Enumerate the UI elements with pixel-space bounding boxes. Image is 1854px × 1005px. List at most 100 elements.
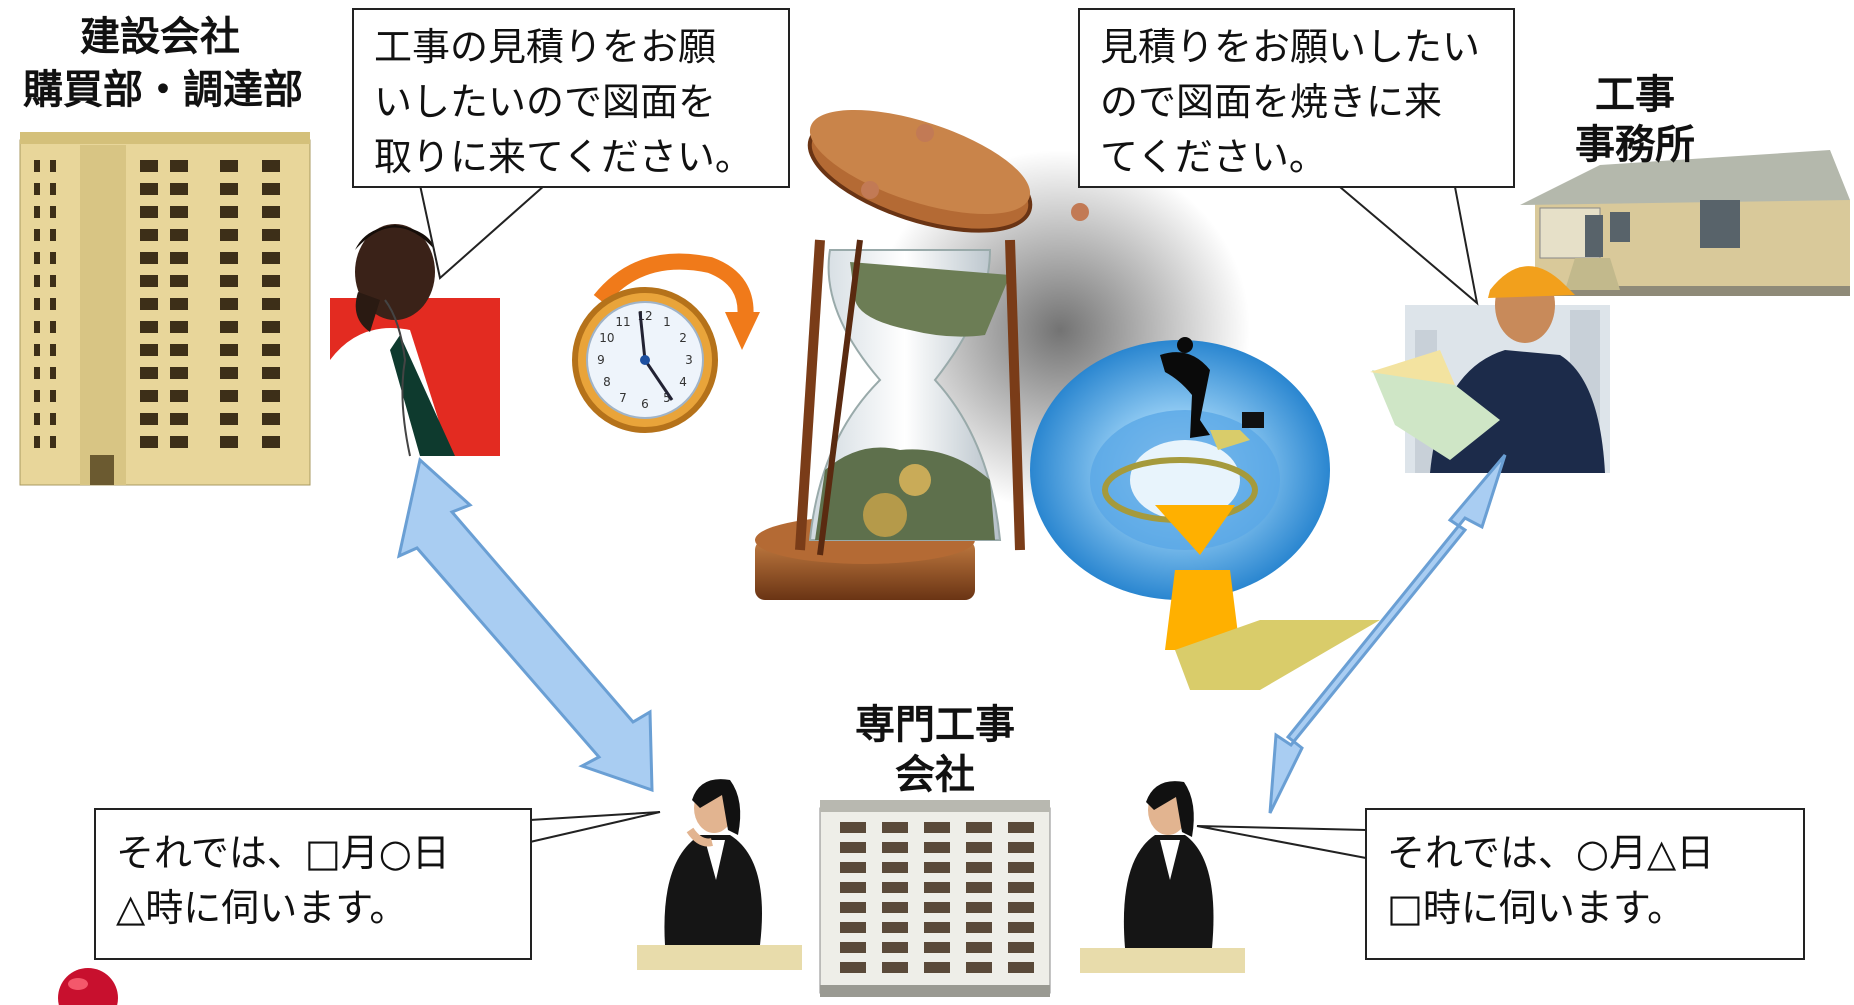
office-window <box>882 942 908 953</box>
office-window <box>924 882 950 893</box>
construction-worker-icon <box>1370 266 1610 473</box>
building-window <box>220 367 238 379</box>
building-window <box>220 298 238 310</box>
clock-number: 4 <box>679 375 687 389</box>
businesswoman-left-icon <box>637 779 802 970</box>
building-window <box>170 321 188 333</box>
site-office-label: 工事 事務所 <box>1575 72 1695 168</box>
office-window <box>924 962 950 973</box>
building-window <box>220 206 238 218</box>
clock-number: 6 <box>641 397 649 411</box>
building-window <box>170 183 188 195</box>
office-window <box>840 922 866 933</box>
office-window <box>966 822 992 833</box>
building-window <box>220 229 238 241</box>
clock-number: 5 <box>663 391 671 405</box>
building-window <box>140 252 158 264</box>
office-window <box>1008 842 1034 853</box>
building-window <box>220 160 238 172</box>
office-window <box>1008 962 1034 973</box>
clock-number: 9 <box>597 353 605 367</box>
building-window <box>50 344 56 356</box>
office-window <box>1008 882 1034 893</box>
building-window <box>50 436 56 448</box>
building-window <box>220 183 238 195</box>
building-window <box>170 390 188 402</box>
building-window <box>262 436 280 448</box>
building-window <box>220 252 238 264</box>
building-window <box>140 183 158 195</box>
building-window <box>220 413 238 425</box>
money-hourglass-icon <box>755 109 1089 600</box>
office-window <box>840 962 866 973</box>
arrow-right-double <box>1268 454 1507 814</box>
office-window <box>882 902 908 913</box>
office-window <box>966 942 992 953</box>
building-window <box>262 321 280 333</box>
building-window <box>220 344 238 356</box>
speech-bubble-top-right: 見積りをお願いしたい ので図面を焼きに来 てください。 <box>1078 8 1515 188</box>
arrow-left-double <box>396 457 654 793</box>
building-window <box>140 436 158 448</box>
office-window <box>882 822 908 833</box>
office-window <box>924 862 950 873</box>
office-window <box>1008 942 1034 953</box>
clock-number: 8 <box>603 375 611 389</box>
building-window <box>262 344 280 356</box>
office-building-icon <box>819 800 1051 997</box>
building-window <box>262 229 280 241</box>
building-window <box>34 344 40 356</box>
building-window <box>220 275 238 287</box>
building-window <box>262 298 280 310</box>
building-window <box>34 206 40 218</box>
office-window <box>924 902 950 913</box>
building-window <box>170 436 188 448</box>
office-window <box>840 862 866 873</box>
office-window <box>1008 862 1034 873</box>
building-window <box>50 298 56 310</box>
building-window <box>34 436 40 448</box>
office-window <box>1008 822 1034 833</box>
building-window <box>262 183 280 195</box>
building-window <box>34 321 40 333</box>
office-window <box>1008 902 1034 913</box>
building-window <box>34 367 40 379</box>
man-on-phone-icon <box>330 224 500 457</box>
purchasing-dept-label: 購買部・調達部 <box>23 67 303 113</box>
building-window <box>170 206 188 218</box>
office-window <box>840 942 866 953</box>
building-window <box>34 160 40 172</box>
clock-number: 2 <box>679 331 687 345</box>
building-window <box>140 390 158 402</box>
office-window <box>966 862 992 873</box>
office-window <box>882 882 908 893</box>
office-window <box>882 842 908 853</box>
red-sphere-icon <box>58 968 118 1005</box>
building-window <box>262 367 280 379</box>
house-icon <box>1520 150 1850 296</box>
clock-number: 10 <box>599 331 614 345</box>
building-window <box>170 344 188 356</box>
office-window <box>924 842 950 853</box>
building-window <box>34 229 40 241</box>
office-window <box>882 962 908 973</box>
office-window <box>966 902 992 913</box>
building-window <box>262 160 280 172</box>
building-window <box>140 298 158 310</box>
building-window <box>262 390 280 402</box>
bubble-pointer-bottom-right <box>1196 825 1367 859</box>
office-window <box>966 922 992 933</box>
building-window <box>170 229 188 241</box>
speech-bubble-bottom-right: それでは、○月△日 □時に伺います。 <box>1365 808 1805 960</box>
building-window <box>34 183 40 195</box>
building-window <box>140 321 158 333</box>
speech-bubble-bottom-left: それでは、□月○日 △時に伺います。 <box>94 808 532 960</box>
building-window <box>34 390 40 402</box>
building-window <box>50 160 56 172</box>
building-window <box>140 413 158 425</box>
building-window <box>262 252 280 264</box>
building-window <box>50 390 56 402</box>
building-window <box>50 275 56 287</box>
